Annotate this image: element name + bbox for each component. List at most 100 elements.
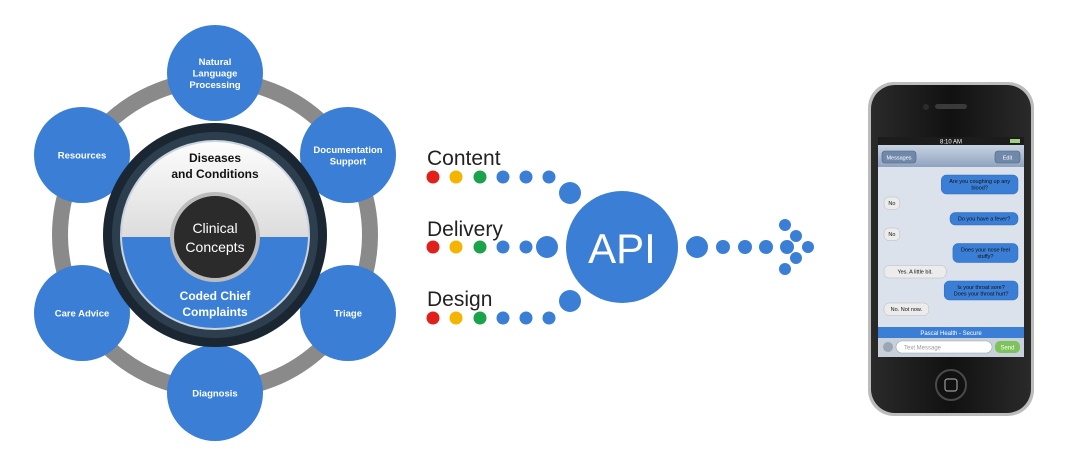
- arrow-dot: [738, 240, 752, 254]
- stream-dot: [473, 170, 487, 184]
- chat-bubble-text: Do you have a fever?: [958, 217, 1010, 223]
- hub-center-line2: Concepts: [185, 239, 244, 255]
- hub-top-line1: Diseases: [189, 151, 241, 165]
- chat-bubble-right: Do you have a fever?: [949, 212, 1019, 226]
- node-nlp-label: Processing: [189, 80, 240, 91]
- status-time: 8:10 AM: [940, 140, 962, 146]
- connector-bubble: [559, 182, 581, 204]
- chat-bubble-text: blood?: [971, 186, 988, 192]
- stream-dot: [473, 311, 487, 325]
- node-resources-label: Resources: [58, 151, 107, 162]
- message-input-placeholder: Text Message: [904, 346, 942, 352]
- chat-bubble-text: No: [888, 201, 895, 207]
- hub-bottom-line1: Coded Chief: [180, 289, 252, 303]
- node-documentation-label: Documentation: [313, 145, 382, 156]
- stream-label-delivery: Delivery: [427, 218, 503, 241]
- stream-dot: [473, 240, 487, 254]
- stream-dot: [449, 311, 463, 325]
- hub-center-line1: Clinical: [192, 220, 237, 236]
- arrow-dot: [790, 230, 802, 242]
- node-diagnosis-label: Diagnosis: [192, 389, 237, 400]
- stream-dot: [449, 170, 463, 184]
- phone-camera: [923, 104, 929, 110]
- stream-dot: [496, 170, 510, 184]
- node-documentation-label: Support: [330, 156, 367, 167]
- node-triage-circle: [300, 265, 396, 361]
- arrow-dots: [686, 219, 814, 275]
- chat-bubble-text: Is your throat sore?: [957, 285, 1004, 291]
- arrow-dot: [759, 240, 773, 254]
- edit-button-label: Edit: [1003, 156, 1013, 162]
- stream-dot: [542, 311, 556, 325]
- arrow-dot: [790, 252, 802, 264]
- node-resources-circle: [34, 107, 130, 203]
- stream-dot: [496, 240, 510, 254]
- chat-bubble-left: No. Not now.: [883, 302, 930, 316]
- hub-bottom-line2: Complaints: [182, 305, 248, 319]
- chat-bubble-left: Yes. A little bit.: [883, 265, 947, 279]
- connector-bubble: [536, 236, 558, 258]
- node-resources: Resources: [34, 107, 130, 203]
- footer-banner: [878, 327, 1024, 338]
- node-diagnosis: Diagnosis: [167, 345, 263, 441]
- hub: Diseases and Conditions Coded Chief Comp…: [103, 123, 327, 347]
- messages-button[interactable]: [881, 150, 917, 164]
- node-care-advice-circle: [34, 265, 130, 361]
- stream-dot: [542, 170, 556, 184]
- node-care-advice-label: Care Advice: [55, 309, 110, 320]
- node-care-advice: Care Advice: [34, 265, 130, 361]
- stream-dot: [426, 240, 440, 254]
- arrow-dot: [716, 240, 730, 254]
- stream-dot: [519, 170, 533, 184]
- api-bubble: [566, 191, 678, 303]
- arrow-dot: [802, 241, 814, 253]
- node-triage-label: Triage: [334, 309, 362, 320]
- stream-dot: [449, 240, 463, 254]
- chat-bubble-text: Yes. A little bit.: [897, 270, 933, 276]
- home-button[interactable]: [935, 369, 967, 401]
- messages-button-label: Messages: [886, 156, 911, 162]
- send-button[interactable]: [995, 341, 1020, 353]
- arrow-dot: [686, 236, 708, 258]
- chat-bubble-text: Does your throat hurt?: [954, 292, 1009, 298]
- chat-bubble-right: Is your throat sore?Does your throat hur…: [943, 280, 1019, 301]
- outer-nodes: NaturalLanguageProcessingDocumentationSu…: [34, 25, 396, 441]
- chat-bubble-left: No: [883, 196, 901, 210]
- node-documentation-circle: [300, 107, 396, 203]
- arrow-dot: [779, 219, 791, 231]
- node-nlp-label: Language: [193, 69, 238, 80]
- stream-dot: [519, 240, 533, 254]
- connector-bubble: [559, 290, 581, 312]
- chat-bubble-left: No: [883, 227, 901, 241]
- chat-bubble-text: stuffy?: [977, 254, 993, 260]
- hub-top-line2: and Conditions: [171, 167, 259, 181]
- phone-speaker: [935, 104, 967, 109]
- send-button-label: Send: [1000, 346, 1014, 352]
- battery-icon: [1010, 139, 1020, 143]
- node-nlp-circle: [167, 25, 263, 121]
- arrow-dot: [779, 263, 791, 275]
- edit-button[interactable]: [994, 150, 1021, 164]
- stream-dot: [426, 170, 440, 184]
- stream-dots: [426, 170, 581, 325]
- message-input[interactable]: [895, 340, 993, 354]
- chat-bubble-text: No. Not now.: [891, 307, 923, 313]
- clinical-concepts-core: [170, 192, 260, 282]
- chat-bubble-text: Are you coughing up any: [949, 179, 1010, 185]
- api-label: API: [588, 225, 656, 272]
- stream-label-design: Design: [427, 288, 492, 311]
- node-diagnosis-circle: [167, 345, 263, 441]
- chat-bubble-text: Does your nose feel: [961, 248, 1010, 254]
- stream-label-content: Content: [427, 147, 501, 170]
- arrow-dot: [780, 240, 794, 254]
- node-triage: Triage: [300, 265, 396, 361]
- stream-dot: [519, 311, 533, 325]
- phone: 8:10 AM Messages Edit Are you coughing u…: [868, 82, 1034, 416]
- camera-icon[interactable]: [883, 342, 893, 352]
